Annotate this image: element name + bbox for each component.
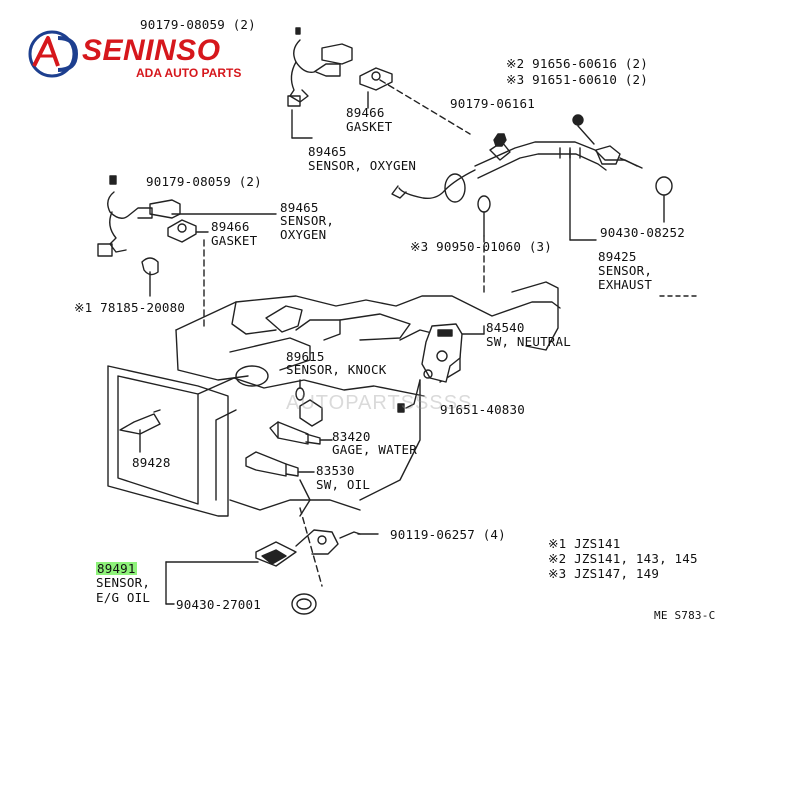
part-label: 90179-06161: [450, 96, 535, 111]
part-number: 89466: [346, 105, 385, 120]
part-number: 89466: [211, 219, 250, 234]
model-note: ※3 JZS147, 149: [548, 566, 660, 581]
watermark-text: AUTOPARTSSSSS: [286, 392, 473, 414]
brand-name: SENINSO: [82, 34, 221, 67]
part-name: SENSOR, KNOCK: [286, 362, 387, 377]
part-name: SENSOR,: [96, 575, 151, 590]
part-label: ※1 78185-20080: [74, 300, 186, 315]
model-note: ※2 JZS141, 143, 145: [548, 551, 698, 566]
part-number: 83420: [332, 429, 371, 444]
part-name: GASKET: [346, 119, 393, 134]
part-name: SENSOR, OXYGEN: [308, 158, 417, 173]
knock-sensor: [299, 399, 323, 427]
gasket-top: [359, 67, 393, 91]
part-label: ※2 91656-60616 (2): [506, 56, 649, 71]
part-label: ※3 90950-01060 (3): [410, 239, 553, 254]
part-name: OXYGEN: [280, 227, 327, 242]
part-label: 90119-06257 (4): [390, 527, 506, 542]
part-number: 84540: [486, 320, 525, 335]
part-label: 90430-27001: [176, 597, 261, 612]
gasket-left: [167, 219, 197, 243]
part-number-highlighted: 89491: [96, 561, 137, 576]
part-number: 89465: [280, 200, 319, 215]
part-name: GASKET: [211, 233, 258, 248]
part-name: SENSOR,: [598, 263, 653, 278]
neutral-switch: [421, 323, 463, 383]
part-name: E/G OIL: [96, 590, 151, 605]
part-number: 83530: [316, 463, 355, 478]
part-name: EXHAUST: [598, 277, 653, 292]
part-number: 89615: [286, 349, 325, 364]
diagram-code: ME S783-C: [654, 609, 716, 622]
part-name: SW, OIL: [316, 477, 371, 492]
part-label: 90430-08252: [600, 225, 685, 240]
oil-switch: [245, 451, 287, 477]
model-note: ※1 JZS141: [548, 536, 621, 551]
part-label: ※3 91651-60610 (2): [506, 72, 649, 87]
brand-logo-icon: [28, 30, 79, 78]
part-name: SENSOR,: [280, 213, 335, 228]
part-label: 89428: [132, 455, 171, 470]
part-number: 89465: [308, 144, 347, 159]
water-gage: [269, 421, 309, 445]
part-name: GAGE, WATER: [332, 442, 417, 457]
nut-icon: [493, 133, 507, 147]
brand-tagline: ADA AUTO PARTS: [136, 66, 242, 80]
exhaust-sensor: [474, 141, 638, 167]
part-label: 90179-08059 (2): [146, 174, 262, 189]
part-label: 91651-40830: [440, 402, 525, 417]
part-label: 90179-08059 (2): [140, 17, 256, 32]
oxygen-sensor-top: [295, 27, 301, 35]
part-name: SW, NEUTRAL: [486, 334, 571, 349]
part-number: 89425: [598, 249, 637, 264]
